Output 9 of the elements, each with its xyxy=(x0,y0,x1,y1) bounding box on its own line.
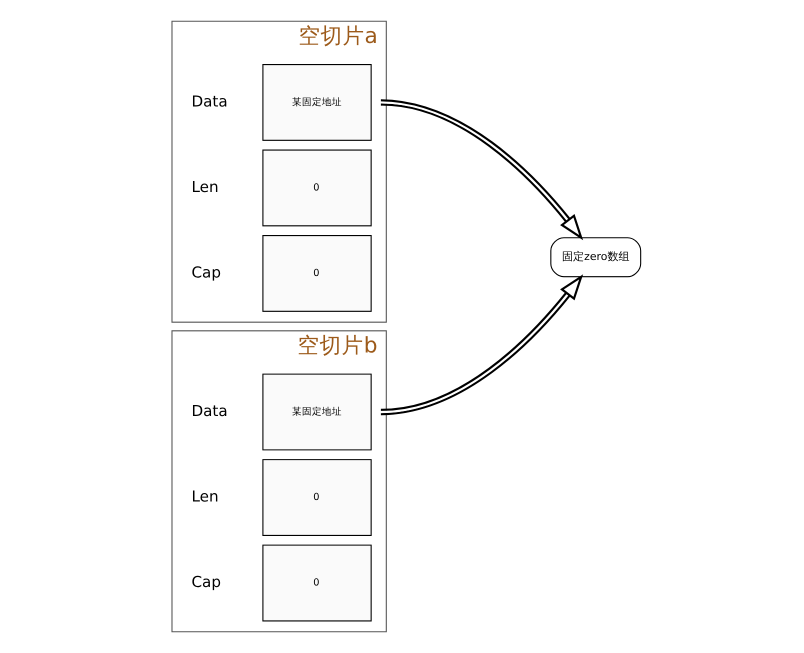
node-label: Data xyxy=(191,402,228,420)
node-label: Cap xyxy=(191,573,221,592)
node-label: Cap xyxy=(191,263,221,282)
arrow xyxy=(380,274,584,416)
node-label: Data xyxy=(191,92,228,110)
node-box: 固定zero数组 xyxy=(550,237,642,278)
node-label: Len xyxy=(191,178,219,196)
arrow xyxy=(380,99,584,240)
node-label: Len xyxy=(191,488,219,506)
